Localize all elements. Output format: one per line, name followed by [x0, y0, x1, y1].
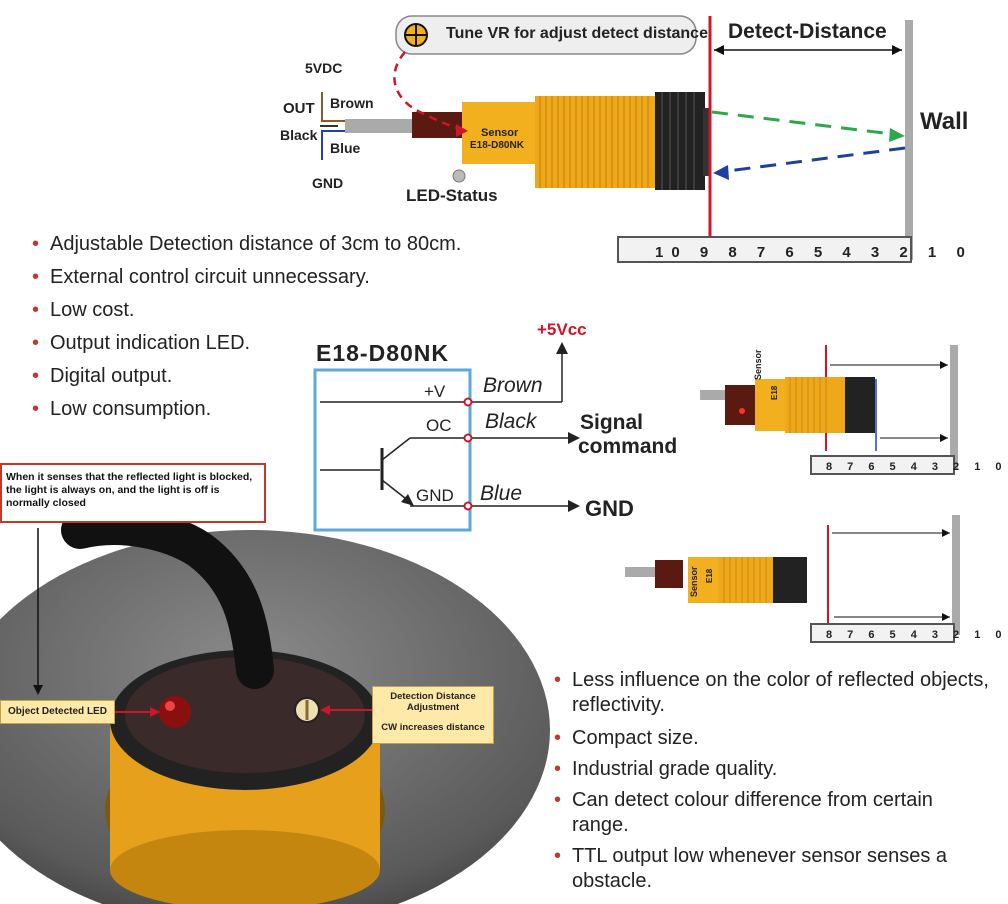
- small-sensor-text-1: Sensor: [753, 349, 763, 380]
- adjustment-label: Detection Distance Adjustment CW increas…: [372, 686, 494, 744]
- feature-item: Output indication LED.: [30, 331, 490, 356]
- cw-label: CW increases distance: [381, 722, 485, 733]
- pin-gnd-label: GND: [416, 486, 454, 505]
- circuit-title: E18-D80NK: [316, 340, 449, 366]
- note-box: When it senses that the reflected light …: [0, 463, 266, 523]
- emit-arrow: [711, 110, 901, 137]
- command-label: command: [578, 435, 678, 458]
- tune-callout: [395, 15, 697, 55]
- sensor-thread: [535, 96, 655, 188]
- small-e18-text-1: E18: [770, 385, 779, 400]
- small-ruler-numbers-1: 8 7 6 5 4 3 2 1 0: [826, 461, 1008, 473]
- gnd-label: GND: [312, 175, 344, 191]
- led-status-label: LED-Status: [406, 186, 498, 205]
- out-label: OUT: [283, 100, 315, 117]
- brown-label: Brown: [330, 95, 374, 111]
- wall-label: Wall: [920, 108, 969, 135]
- feature-item: Compact size.: [552, 726, 992, 751]
- blue-wire: [321, 130, 345, 160]
- black-label: Black: [280, 127, 318, 143]
- circuit-box: [313, 368, 472, 532]
- circuit-diagram: [313, 342, 580, 532]
- sensor-nut: [655, 92, 705, 190]
- vcc-label: +5Vcc: [537, 320, 587, 339]
- feature-item: Less influence on the color of reflected…: [552, 668, 992, 718]
- adjust-line-1: Detection Distance: [390, 691, 476, 702]
- sensor-model-text: E18-D80NK: [470, 140, 524, 151]
- features-right-list: Less influence on the color of reflected…: [552, 668, 992, 900]
- wall: [905, 20, 913, 260]
- led-status-dot: [452, 169, 466, 183]
- feature-item: TTL output low whenever sensor senses a …: [552, 844, 992, 894]
- top-ruler-numbers: 10 9 8 7 6 5 4 3 2 1 0: [655, 244, 973, 261]
- sensor-body: [462, 102, 537, 164]
- gnd-out-label: GND: [585, 496, 634, 521]
- feature-item: Digital output.: [30, 364, 490, 389]
- small-e18-text-2: E18: [705, 568, 714, 583]
- detect-distance-label: Detect-Distance: [728, 20, 887, 43]
- pin-oc-label: OC: [426, 416, 452, 435]
- top-ruler: 10 9 8 7 6 5 4 3 2 1 0: [617, 236, 973, 263]
- feature-item: Can detect colour difference from certai…: [552, 788, 992, 838]
- small-sensor-diagrams: [625, 345, 960, 635]
- wire-black-label: Black: [485, 410, 537, 433]
- small-sensor-text-2: Sensor: [689, 566, 699, 597]
- small-ruler-2: 8 7 6 5 4 3 2 1 0: [810, 623, 1008, 643]
- small-ruler-numbers-2: 8 7 6 5 4 3 2 1 0: [826, 629, 1008, 641]
- wire-brown-label: Brown: [483, 374, 543, 397]
- features-left-list: Adjustable Detection distance of 3cm to …: [30, 232, 490, 430]
- sensor-photo: [0, 507, 550, 904]
- feature-item: Industrial grade quality.: [552, 757, 992, 782]
- object-detected-led-label: Object Detected LED: [0, 700, 115, 724]
- sensor-back-cap: [412, 112, 464, 138]
- vdc-label: 5VDC: [305, 60, 343, 76]
- note-text: When it senses that the reflected light …: [6, 471, 253, 509]
- reflect-arrow: [719, 146, 906, 174]
- brown-wire: [321, 92, 345, 122]
- tune-pointer: [393, 51, 466, 132]
- small-ruler-1: 8 7 6 5 4 3 2 1 0: [810, 455, 1008, 475]
- feature-item: Adjustable Detection distance of 3cm to …: [30, 232, 490, 257]
- blue-label: Blue: [330, 140, 361, 156]
- sensor-text: Sensor: [481, 127, 519, 139]
- pin-v-label: +V: [424, 382, 446, 401]
- wall-small-1: [950, 345, 958, 470]
- sensor-cable: [61, 507, 274, 689]
- wall-small-2: [952, 515, 960, 635]
- vcc-arrow: [556, 342, 568, 354]
- adjust-line-2: Adjustment: [406, 702, 460, 713]
- feature-item: Low cost.: [30, 298, 490, 323]
- object-led: [159, 696, 191, 728]
- wire-blue-label: Blue: [480, 482, 523, 505]
- signal-label: Signal: [580, 411, 644, 434]
- feature-item: External control circuit unnecessary.: [30, 265, 490, 290]
- feature-item: Low consumption.: [30, 397, 490, 422]
- tune-label: Tune VR for adjust detect distance: [446, 25, 708, 42]
- top-sensor-diagram: [320, 15, 913, 262]
